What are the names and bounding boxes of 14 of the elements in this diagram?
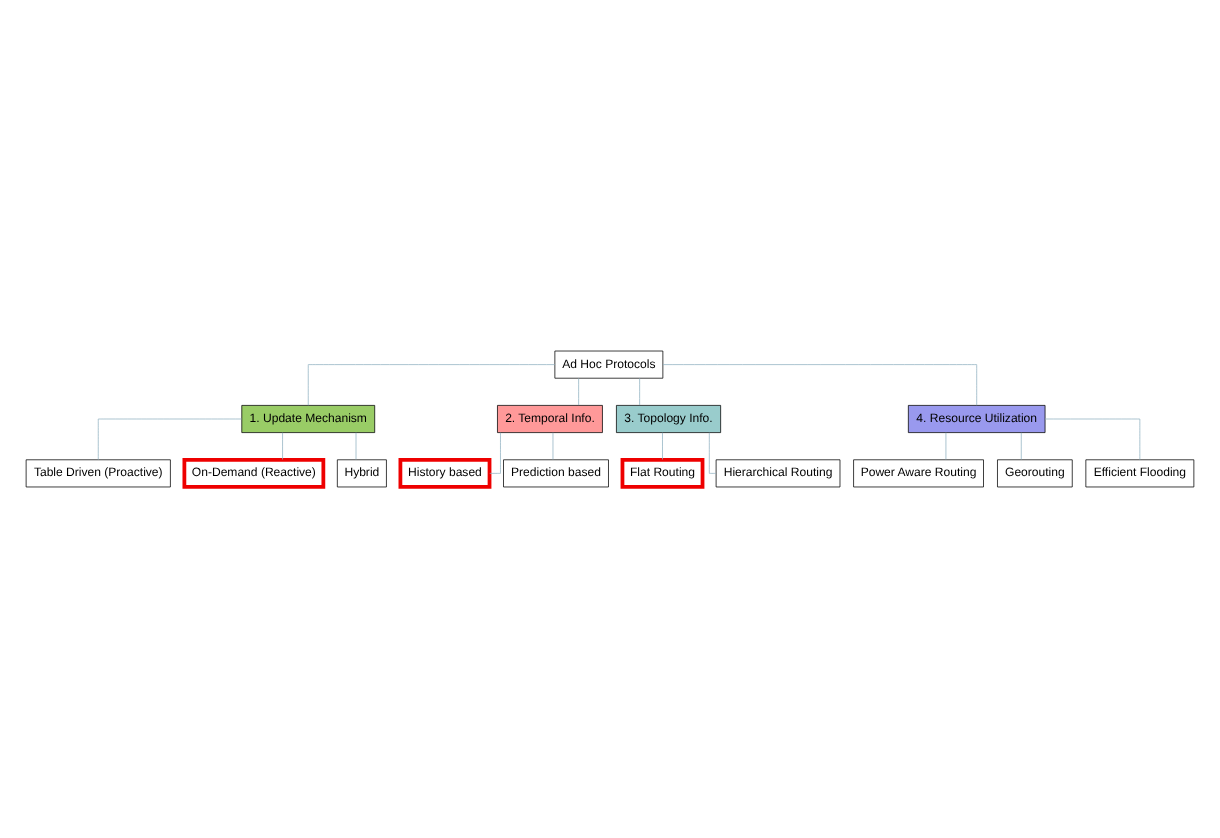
connector [282, 432, 283, 460]
connector [1020, 432, 1022, 460]
connector [355, 432, 357, 460]
connector [307, 364, 556, 406]
connector [639, 377, 641, 406]
connector [1044, 418, 1141, 461]
connector [708, 432, 717, 474]
connector [578, 377, 580, 406]
connector [97, 418, 242, 461]
connector [489, 432, 501, 474]
connector [662, 364, 978, 406]
connector [662, 432, 663, 460]
connector [945, 432, 947, 460]
connector [552, 432, 554, 460]
